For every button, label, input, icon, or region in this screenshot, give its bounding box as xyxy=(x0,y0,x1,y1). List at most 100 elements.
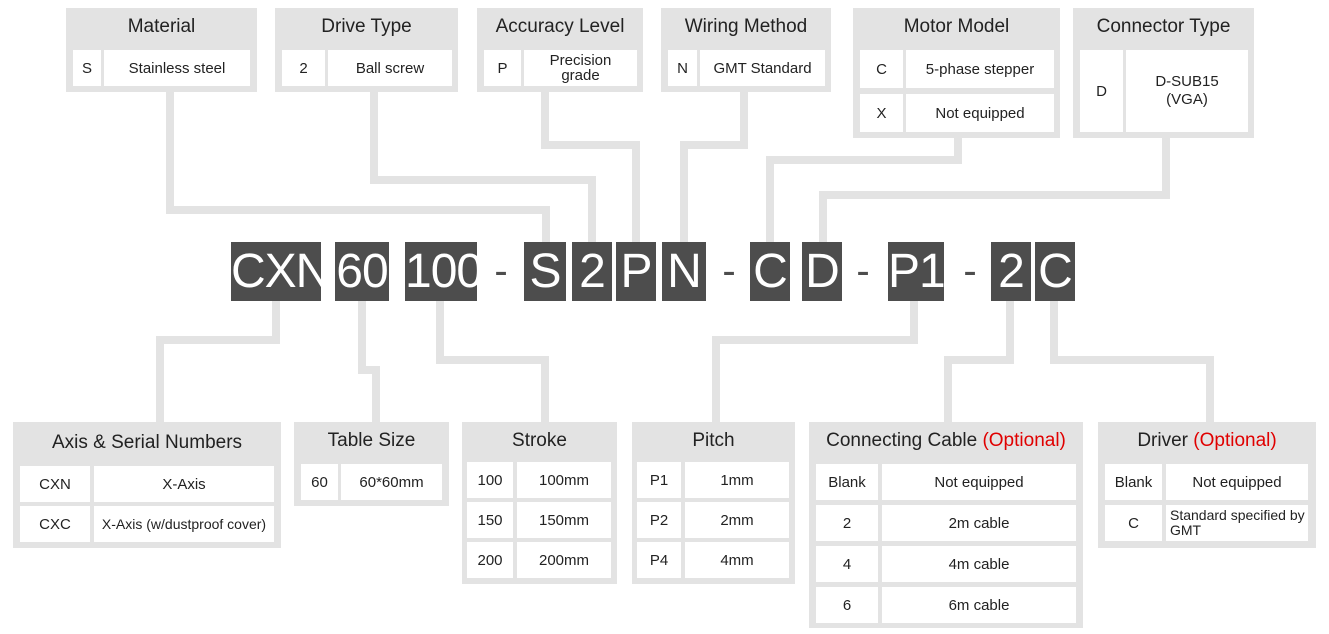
code-stroke: 100 xyxy=(405,242,483,301)
code-table-size: 60 xyxy=(335,242,389,301)
wiring-method-desc: GMT Standard xyxy=(700,50,825,86)
axis-serial-code-1: CXN xyxy=(20,466,90,502)
driver-title: Driver (Optional) xyxy=(1098,422,1316,460)
connector-motor-model xyxy=(766,136,962,242)
cable-code-3: 4 xyxy=(816,546,878,582)
stroke-code-3: 200 xyxy=(467,542,513,578)
connector-type-desc: D-SUB15 (VGA) xyxy=(1126,50,1248,132)
pitch-code-3: P4 xyxy=(637,542,681,578)
accuracy-level-code: P xyxy=(484,50,521,86)
code-axis: CXN xyxy=(231,242,330,301)
connector-accuracy xyxy=(541,90,640,242)
accuracy-level-title: Accuracy Level xyxy=(495,16,625,37)
connector-material xyxy=(166,90,550,242)
table-size-code: 60 xyxy=(301,464,338,500)
wiring-method-code: N xyxy=(668,50,697,86)
driver-desc-1: Not equipped xyxy=(1166,464,1308,500)
connector-type-code: D xyxy=(1080,50,1123,132)
drive-type-desc: Ball screw xyxy=(328,50,452,86)
motor-model-code-1: C xyxy=(860,50,903,88)
stroke-desc-3: 200mm xyxy=(517,542,611,578)
table-size-title: Table Size xyxy=(327,430,416,451)
motor-model-desc-2: Not equipped xyxy=(906,94,1054,132)
driver-code-2: C xyxy=(1105,505,1162,541)
accuracy-level-box: Accuracy Level P Precision grade xyxy=(477,8,643,92)
code-material: S xyxy=(524,242,566,301)
axis-serial-box: Axis & Serial Numbers CXN X-Axis CXC X-A… xyxy=(13,422,281,548)
connecting-cable-box: Connecting Cable (Optional) Blank Not eq… xyxy=(809,422,1083,628)
connector-axis xyxy=(156,301,280,422)
material-desc: Stainless steel xyxy=(104,50,250,86)
driver-desc-2: Standard specified by GMT xyxy=(1166,505,1308,541)
pitch-desc-2: 2mm xyxy=(685,502,789,538)
motor-model-box: Motor Model C 5-phase stepper X Not equi… xyxy=(853,8,1060,138)
axis-serial-title: Axis & Serial Numbers xyxy=(51,432,243,453)
stroke-title: Stroke xyxy=(512,430,567,451)
code-dash-2: - xyxy=(722,249,736,293)
pitch-code-1: P1 xyxy=(637,462,681,498)
motor-model-title: Motor Model xyxy=(903,16,1010,37)
stroke-code-1: 100 xyxy=(467,462,513,498)
axis-serial-desc-2: X-Axis (w/dustproof cover) xyxy=(94,506,274,542)
driver-optional: (Optional) xyxy=(1193,430,1277,451)
pitch-box: Pitch P1 1mm P2 2mm P4 4mm xyxy=(632,422,795,584)
material-code: S xyxy=(73,50,101,86)
cable-desc-1: Not equipped xyxy=(882,464,1076,500)
cable-code-2: 2 xyxy=(816,505,878,541)
connecting-cable-optional: (Optional) xyxy=(982,430,1066,451)
pitch-code-2: P2 xyxy=(637,502,681,538)
axis-serial-desc-1: X-Axis xyxy=(94,466,274,502)
code-dash-4: - xyxy=(963,249,977,293)
pitch-desc-1: 1mm xyxy=(685,462,789,498)
driver-box: Driver (Optional) Blank Not equipped C S… xyxy=(1098,422,1316,548)
drive-type-title: Drive Type xyxy=(321,16,412,37)
axis-serial-code-2: CXC xyxy=(20,506,90,542)
code-pitch: P1 xyxy=(888,242,946,301)
driver-code-1: Blank xyxy=(1105,464,1162,500)
connector-stroke xyxy=(436,301,549,422)
connector-pitch xyxy=(712,301,918,422)
connector-type-title: Connector Type xyxy=(1096,16,1231,37)
motor-model-code-2: X xyxy=(860,94,903,132)
connecting-cable-title: Connecting Cable (Optional) xyxy=(809,422,1083,460)
cable-code-4: 6 xyxy=(816,587,878,623)
code-dash-1: - xyxy=(494,249,508,293)
wiring-method-title: Wiring Method xyxy=(684,16,808,37)
wiring-method-box: Wiring Method N GMT Standard xyxy=(661,8,831,92)
stroke-desc-1: 100mm xyxy=(517,462,611,498)
material-title: Material xyxy=(127,16,196,37)
code-dash-3: - xyxy=(856,249,870,293)
stroke-desc-2: 150mm xyxy=(517,502,611,538)
connector-driver xyxy=(1050,301,1214,422)
code-accuracy: P xyxy=(616,242,656,301)
accuracy-level-desc: Precision grade xyxy=(524,50,637,86)
code-cable: 2 xyxy=(991,242,1031,301)
motor-model-desc-1: 5-phase stepper xyxy=(906,50,1054,88)
stroke-box: Stroke 100 100mm 150 150mm 200 200mm xyxy=(462,422,617,584)
connector-wiring xyxy=(680,90,748,242)
cable-code-1: Blank xyxy=(816,464,878,500)
code-connector-type: D xyxy=(802,242,842,301)
connector-connector-type xyxy=(819,136,1170,242)
material-box: Material S Stainless steel xyxy=(66,8,257,92)
drive-type-code: 2 xyxy=(282,50,325,86)
cable-desc-3: 4m cable xyxy=(882,546,1076,582)
connector-drive-type xyxy=(370,90,596,242)
pitch-desc-3: 4mm xyxy=(685,542,789,578)
cable-desc-2: 2m cable xyxy=(882,505,1076,541)
connector-cable xyxy=(944,301,1014,422)
code-driver: C xyxy=(1035,242,1075,301)
connector-table-size xyxy=(358,301,380,422)
connector-type-box: Connector Type D D-SUB15 (VGA) xyxy=(1073,8,1254,138)
cable-desc-4: 6m cable xyxy=(882,587,1076,623)
table-size-box: Table Size 60 60*60mm xyxy=(294,422,449,506)
pitch-title: Pitch xyxy=(692,430,735,451)
code-drive-type: 2 xyxy=(572,242,612,301)
code-motor-model: C xyxy=(750,242,790,301)
table-size-desc: 60*60mm xyxy=(341,464,442,500)
driver-title-text: Driver xyxy=(1137,430,1188,451)
drive-type-box: Drive Type 2 Ball screw xyxy=(275,8,458,92)
connecting-cable-title-text: Connecting Cable xyxy=(826,430,978,451)
stroke-code-2: 150 xyxy=(467,502,513,538)
